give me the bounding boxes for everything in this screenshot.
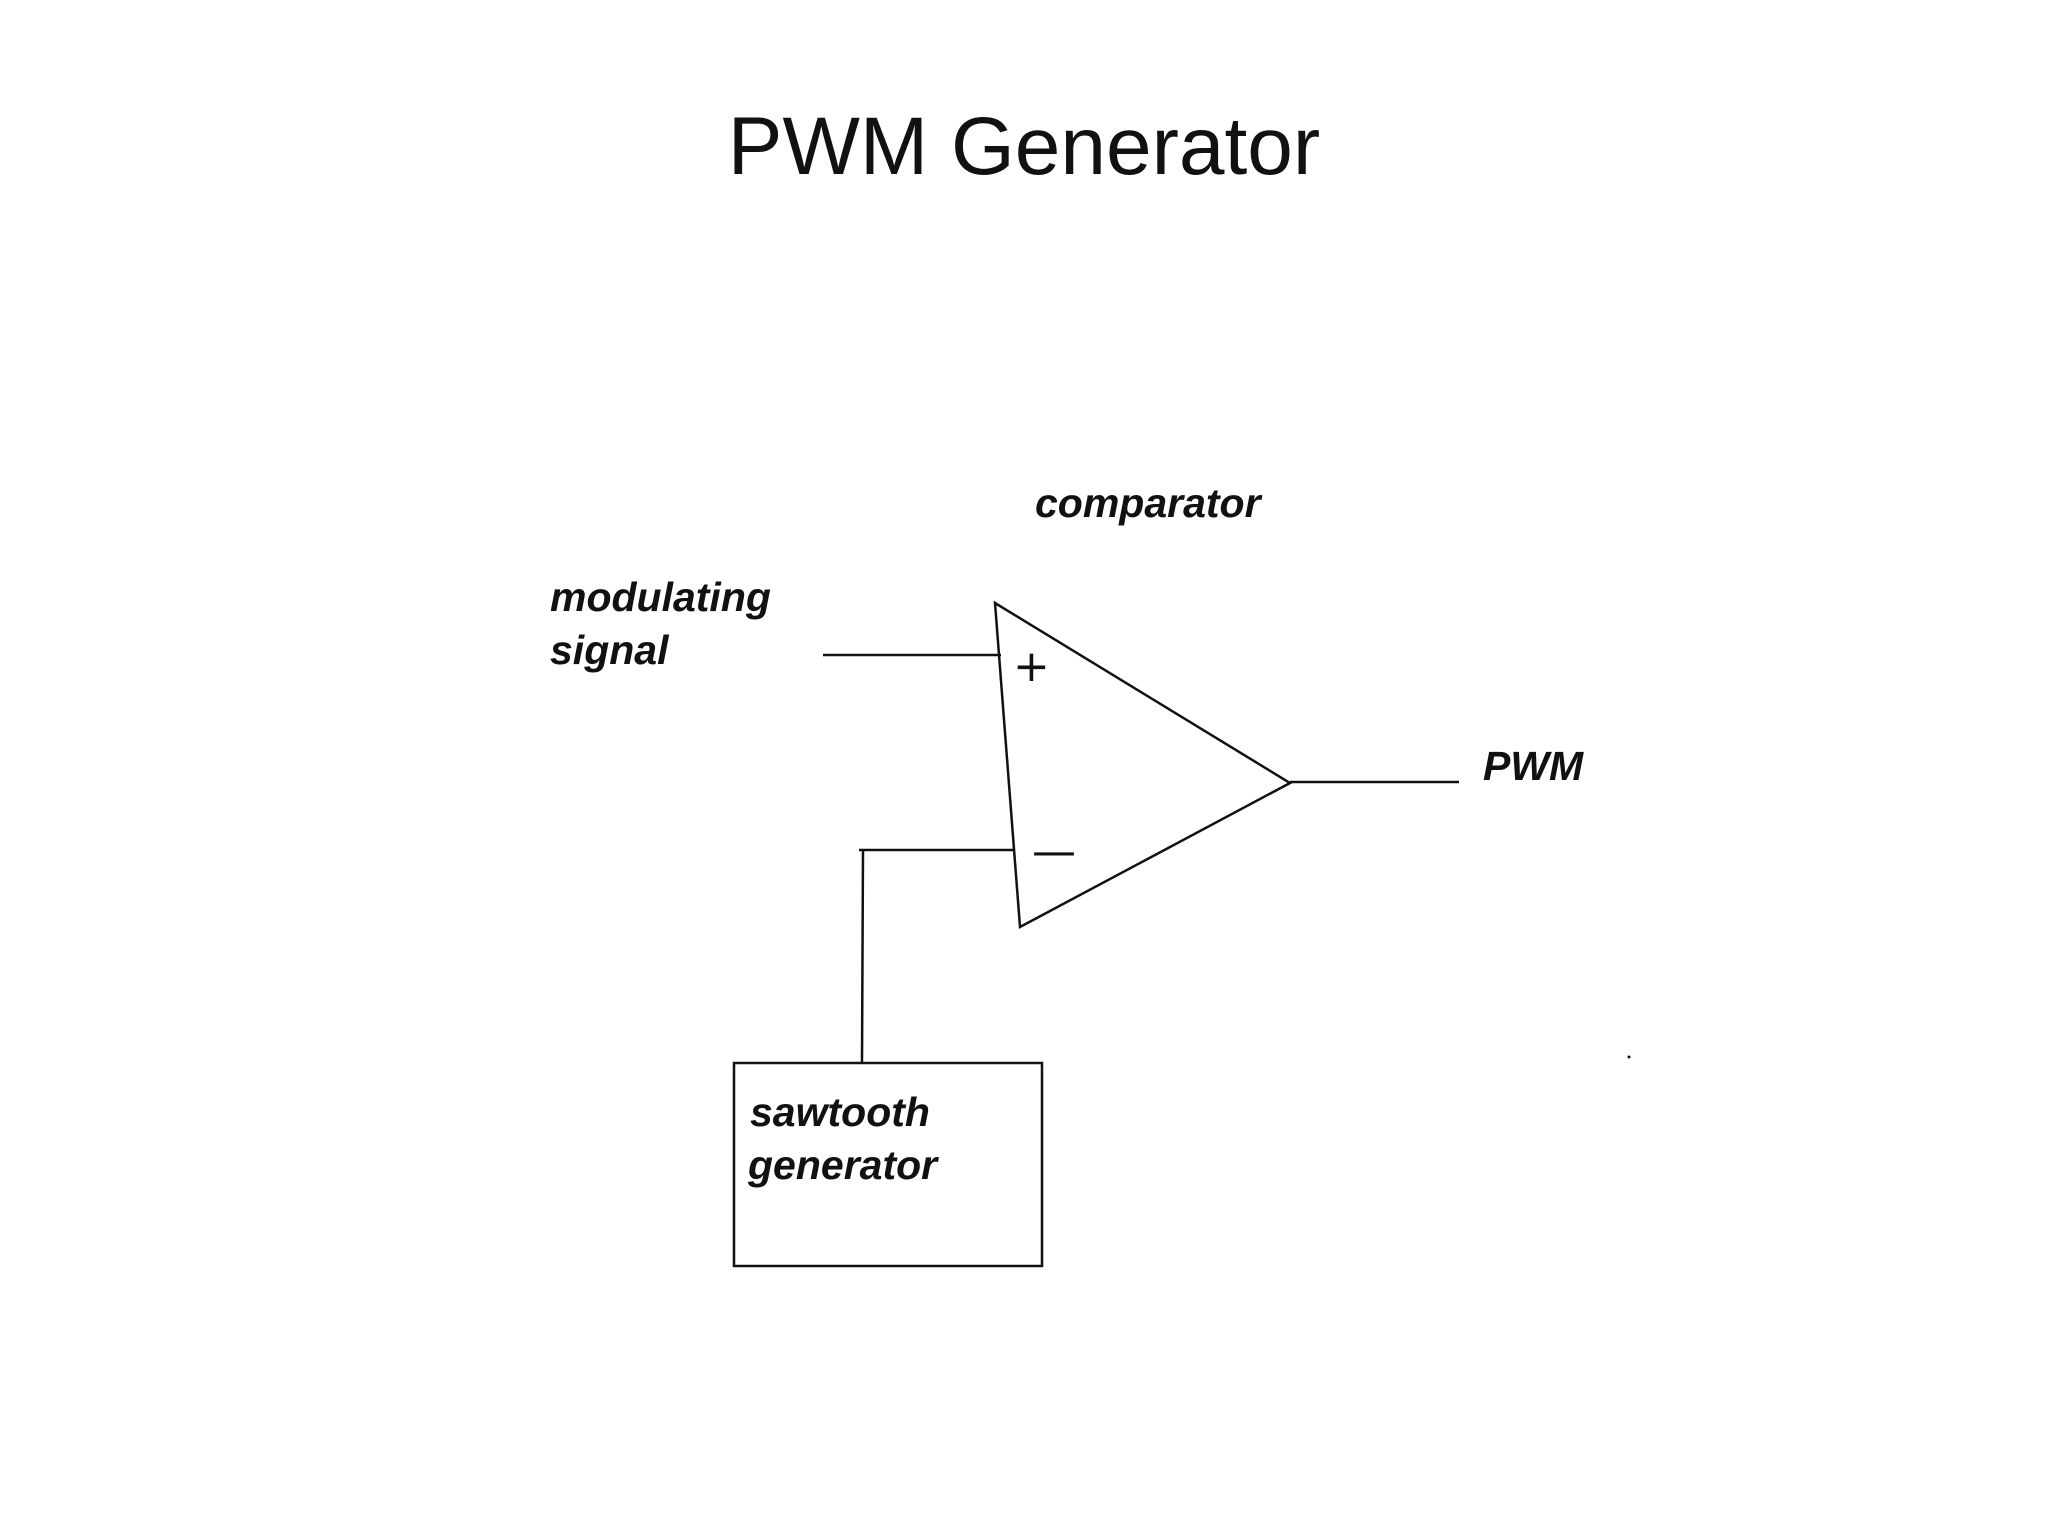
slide-title: PWM Generator <box>727 101 1321 192</box>
pwm-output-label: PWM <box>1483 743 1584 789</box>
sawtooth-generator-label-line2: generator <box>747 1142 939 1188</box>
inverting-sign: — <box>1032 826 1076 877</box>
noninverting-sign: + <box>1013 641 1050 692</box>
sawtooth-vertical-wire <box>860 849 865 1063</box>
stray-dot <box>1627 1055 1631 1059</box>
modulating-signal-label-line2: signal <box>550 627 670 673</box>
modulating-signal-label-line1: modulating <box>550 574 771 620</box>
comparator-triangle <box>993 600 1293 930</box>
sawtooth-generator-label-line1: sawtooth <box>750 1089 930 1135</box>
sawtooth-generator-box <box>732 1061 1044 1268</box>
comparator-label: comparator <box>1035 480 1263 526</box>
